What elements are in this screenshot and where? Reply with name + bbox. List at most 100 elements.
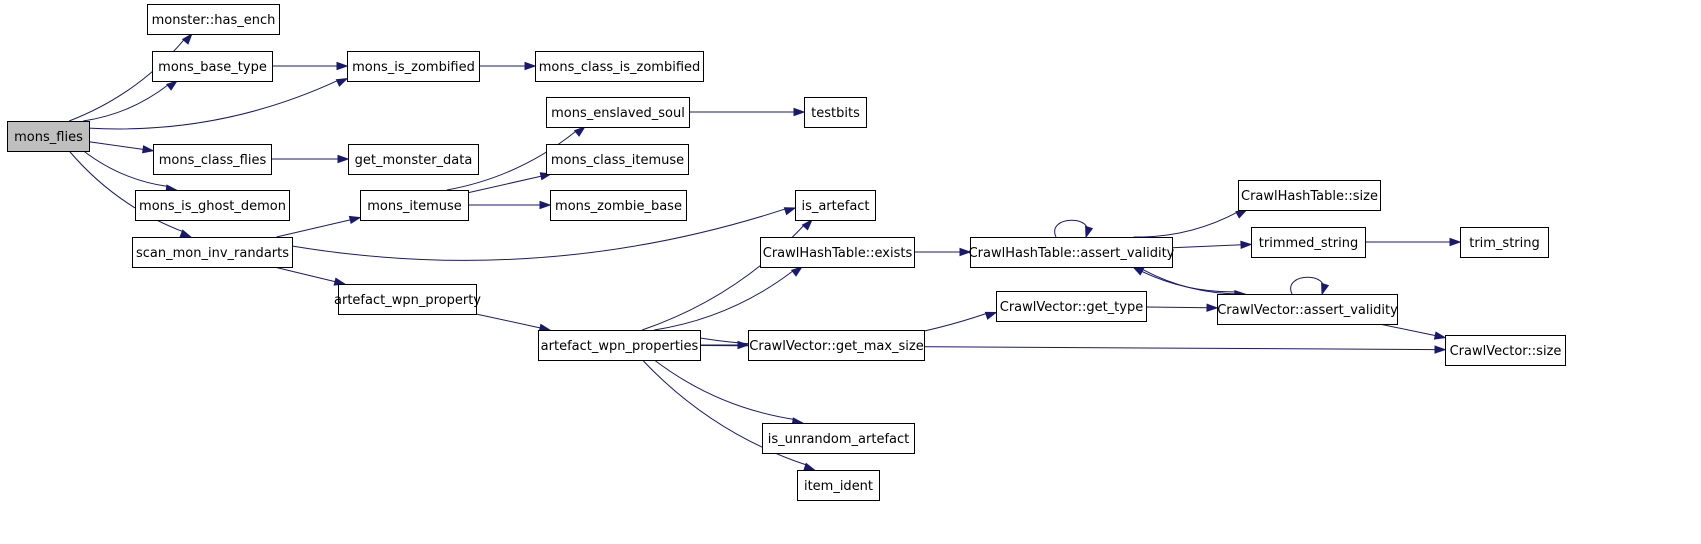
node-testbits[interactable]: testbits (804, 97, 867, 128)
edge-mons_flies-to-mons_base_type (83, 80, 179, 122)
node-box[interactable] (550, 190, 687, 221)
node-label: monster::has_ench (152, 13, 276, 28)
edge-mons_flies-to-mons_class_flies (88, 141, 155, 154)
node-artefact_wpn_property[interactable]: artefact_wpn_property (334, 284, 481, 315)
node-box[interactable] (546, 144, 689, 175)
node-box[interactable] (1251, 227, 1366, 258)
node-label: mons_is_zombified (352, 60, 475, 75)
node-box[interactable] (535, 51, 704, 82)
node-box[interactable] (538, 330, 701, 361)
node-box[interactable] (797, 470, 880, 501)
node-box[interactable] (804, 97, 867, 128)
node-box[interactable] (360, 190, 469, 221)
node-label: scan_mon_inv_randarts (136, 246, 289, 261)
node-label: trimmed_string (1259, 236, 1358, 251)
node-get_monster_data[interactable]: get_monster_data (348, 144, 479, 175)
edge-artefact_wpn_properties-to-is_artefact (641, 218, 813, 331)
node-box[interactable] (132, 237, 293, 268)
edge-scan_mon_inv_randarts-to-mons_itemuse (276, 215, 362, 238)
edge-line (1133, 211, 1238, 238)
node-crawlhashtable_exists[interactable]: CrawlHashTable::exists (760, 237, 915, 268)
node-box[interactable] (970, 237, 1173, 268)
node-label: trim_string (1469, 236, 1540, 251)
node-artefact_wpn_properties[interactable]: artefact_wpn_properties (538, 330, 701, 361)
edge-crawlhashtable_exists-to-crawlhashtable_assert_validity (914, 247, 972, 257)
edge-line (654, 270, 794, 331)
edge-arrowhead (337, 154, 350, 164)
edge-arrowhead (165, 80, 179, 91)
node-trim_string[interactable]: trim_string (1460, 227, 1549, 258)
node-mons_class_is_zombified[interactable]: mons_class_is_zombified (535, 51, 704, 82)
edge-line (1145, 306, 1209, 309)
node-label: mons_is_ghost_demon (139, 199, 286, 214)
node-box[interactable] (347, 51, 480, 82)
node-scan_mon_inv_randarts[interactable]: scan_mon_inv_randarts (132, 237, 293, 268)
node-layer: mons_flies monster::has_enchmons_base_typ… (7, 4, 1566, 501)
edge-arrowhead (1085, 225, 1094, 239)
edge-arrowhead (783, 207, 797, 216)
node-mons_zombie_base[interactable]: mons_zombie_base (550, 190, 687, 221)
edge-scan_mon_inv_randarts-to-artefact_wpn_property (274, 266, 347, 286)
node-crawlhashtable_size[interactable]: CrawlHashTable::size (1238, 180, 1381, 211)
node-crawlhashtable_assert_validity[interactable]: CrawlHashTable::assert_validity (969, 237, 1175, 268)
edge-mons_itemuse-to-mons_class_itemuse (467, 172, 553, 194)
node-label: item_ident (804, 479, 873, 494)
node-box[interactable] (153, 144, 272, 175)
node-label: CrawlVector::get_max_size (749, 339, 923, 354)
node-mons_class_itemuse[interactable]: mons_class_itemuse (546, 144, 689, 175)
node-box[interactable] (1460, 227, 1549, 258)
node-box[interactable] (760, 237, 915, 268)
node-is_unrandom_artefact[interactable]: is_unrandom_artefact (762, 423, 915, 454)
node-box[interactable] (7, 121, 90, 152)
node-box[interactable] (147, 4, 280, 35)
node-label: artefact_wpn_properties (541, 339, 699, 354)
node-label: mons_class_flies (159, 153, 267, 168)
edge-mons_itemuse-to-mons_zombie_base (468, 200, 552, 210)
node-box[interactable] (348, 144, 479, 175)
node-crawlvector_get_type[interactable]: CrawlVector::get_type (996, 291, 1147, 322)
node-box[interactable] (996, 291, 1147, 322)
node-mons_is_zombified[interactable]: mons_is_zombified (347, 51, 480, 82)
edge-line (88, 79, 339, 130)
edge-crawlhashtable_assert_validity-to-crawlvector_assert_validity (1132, 266, 1247, 299)
edge-line (1132, 266, 1237, 293)
node-crawlvector_get_max_size[interactable]: CrawlVector::get_max_size (748, 330, 925, 361)
node-mons_itemuse[interactable]: mons_itemuse (360, 190, 469, 221)
node-box[interactable] (795, 190, 876, 221)
node-crawlvector_assert_validity[interactable]: CrawlVector::assert_validity (1217, 294, 1398, 325)
node-item_ident[interactable]: item_ident (797, 470, 880, 501)
edge-arrowhead (336, 61, 349, 71)
node-mons_flies[interactable]: mons_flies (7, 121, 90, 152)
edge-line (1171, 244, 1243, 249)
node-label: is_unrandom_artefact (768, 432, 909, 447)
edge-crawlhashtable_assert_validity-to-trimmed_string (1171, 240, 1253, 250)
node-crawlvector_size[interactable]: CrawlVector::size (1445, 335, 1566, 366)
node-box[interactable] (1217, 294, 1398, 325)
node-box[interactable] (762, 423, 915, 454)
edge-arrowhead (1434, 345, 1447, 354)
node-box[interactable] (338, 284, 477, 315)
node-box[interactable] (1238, 180, 1381, 211)
node-label: CrawlVector::assert_validity (1217, 303, 1398, 318)
node-box[interactable] (152, 51, 273, 82)
edge-crawlvector_assert_validity-to-crawlhashtable_assert_validity (1131, 266, 1245, 295)
node-mons_base_type[interactable]: mons_base_type (152, 51, 273, 82)
node-mons_is_ghost_demon[interactable]: mons_is_ghost_demon (135, 190, 290, 221)
node-box[interactable] (546, 97, 690, 128)
edge-artefact_wpn_property-to-artefact_wpn_properties (475, 313, 552, 332)
edge-arrowhead (348, 215, 362, 225)
node-box[interactable] (748, 330, 925, 361)
node-mons_enslaved_soul[interactable]: mons_enslaved_soul (546, 97, 690, 128)
node-monster_has_ench[interactable]: monster::has_ench (147, 4, 280, 35)
edge-line (467, 175, 543, 194)
node-trimmed_string[interactable]: trimmed_string (1251, 227, 1366, 258)
node-box[interactable] (1445, 335, 1566, 366)
node-box[interactable] (135, 190, 290, 221)
edge-mons_flies-to-scan_mon_inv_randarts (68, 150, 193, 238)
edge-arrowhead (801, 218, 813, 231)
node-is_artefact[interactable]: is_artefact (795, 190, 876, 221)
edge-arrowhead (181, 32, 193, 45)
edge-line (83, 150, 169, 188)
node-label: mons_base_type (158, 60, 267, 75)
node-mons_class_flies[interactable]: mons_class_flies (153, 144, 272, 175)
